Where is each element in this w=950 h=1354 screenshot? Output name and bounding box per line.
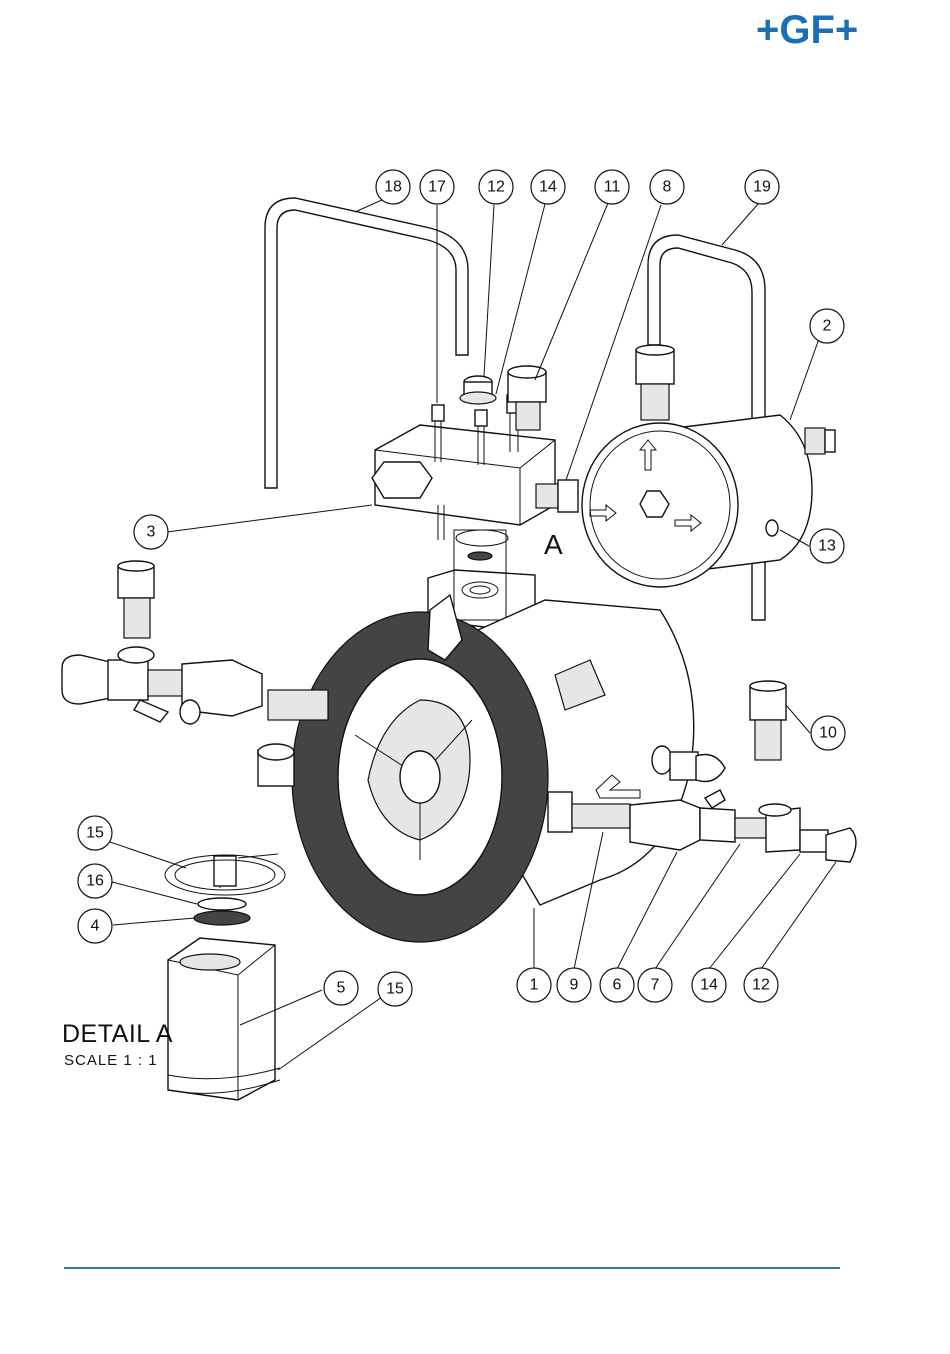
balloon-item-1: 1 [517, 968, 551, 1002]
balloon-label: 5 [337, 980, 346, 997]
balloon-label: 10 [819, 725, 837, 742]
balloon-label: 15 [386, 981, 404, 998]
fitting-10 [750, 681, 786, 760]
balloon-item-19: 19 [745, 170, 779, 204]
valve-body-1 [292, 595, 694, 942]
balloon-item-5: 5 [324, 971, 358, 1005]
balloon-label: 1 [530, 977, 539, 994]
balloon-label: 18 [384, 179, 402, 196]
left-ball-valve-assembly [62, 561, 328, 786]
balloon-label: 14 [700, 977, 718, 994]
balloon-item-15: 15 [78, 816, 112, 850]
detail-title: DETAIL A [62, 1020, 173, 1049]
balloon-item-14b: 14 [692, 968, 726, 1002]
balloon-item-2: 2 [810, 309, 844, 343]
balloon-label: 3 [147, 524, 156, 541]
balloon-item-11: 11 [595, 170, 629, 204]
balloon-item-7: 7 [638, 968, 672, 1002]
balloon-label: 7 [651, 977, 660, 994]
detail-scale: SCALE 1 : 1 [64, 1052, 158, 1069]
balloon-item-12: 12 [479, 170, 513, 204]
footer-rule [64, 1267, 840, 1269]
actuator-2 [582, 345, 835, 587]
balloon-item-16: 16 [78, 864, 112, 898]
balloon-item-17: 17 [420, 170, 454, 204]
balloon-label: 12 [487, 179, 505, 196]
balloon-item-8: 8 [650, 170, 684, 204]
balloon-label: 6 [613, 977, 622, 994]
detail-view-marker: A [544, 529, 563, 561]
balloon-item-13: 13 [810, 529, 844, 563]
balloon-label: 14 [539, 179, 557, 196]
balloon-label: 2 [823, 318, 832, 335]
balloon-item-4: 4 [78, 909, 112, 943]
balloon-label: 13 [818, 538, 836, 555]
balloon-label: 15 [86, 825, 104, 842]
balloon-label: 9 [570, 977, 579, 994]
balloon-label: 19 [753, 179, 771, 196]
balloon-label: 4 [91, 918, 100, 935]
balloon-item-12b: 12 [744, 968, 778, 1002]
detail-a-view [165, 854, 285, 1100]
balloon-label: 11 [604, 179, 621, 196]
balloon-item-10: 10 [811, 716, 845, 750]
balloon-label: 12 [752, 977, 770, 994]
balloon-label: 17 [428, 179, 446, 196]
balloon-item-3: 3 [134, 515, 168, 549]
balloon-item-18: 18 [376, 170, 410, 204]
balloon-label: 16 [86, 873, 104, 890]
balloon-item-6: 6 [600, 968, 634, 1002]
balloon-item-15b: 15 [378, 972, 412, 1006]
balloon-item-14: 14 [531, 170, 565, 204]
manifold-block-3 [372, 366, 578, 540]
balloon-label: 8 [663, 179, 672, 196]
balloon-item-9: 9 [557, 968, 591, 1002]
